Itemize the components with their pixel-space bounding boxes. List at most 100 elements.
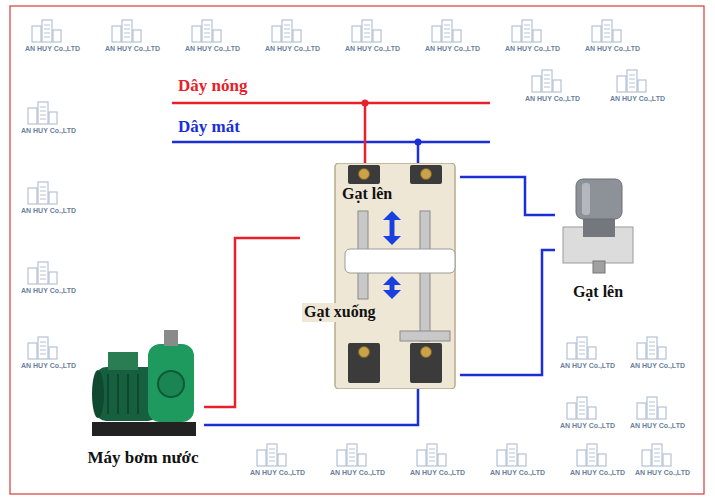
node-illustration: [86, 322, 201, 442]
watermark-logo: [28, 262, 57, 284]
logo-windows: [44, 25, 50, 37]
watermark-text: AN HUY Co.,LTD: [21, 127, 76, 135]
logo-windows: [40, 107, 46, 119]
watermark-text: AN HUY Co.,LTD: [21, 362, 76, 370]
logo-building: [373, 30, 381, 42]
logo-building: [272, 26, 281, 42]
switch-cap: [576, 179, 622, 219]
watermark-logo: [192, 20, 221, 42]
watermark-logo: [567, 337, 596, 359]
logo-building: [432, 26, 441, 42]
logo-building: [518, 454, 526, 466]
logo-building: [613, 30, 621, 42]
logo-building: [642, 450, 651, 466]
watermark-text: AN HUY Co.,LTD: [505, 45, 560, 53]
watermark-text: AN HUY Co.,LTD: [250, 469, 305, 477]
watermark-text: AN HUY Co.,LTD: [525, 95, 580, 103]
watermark-text: AN HUY Co.,LTD: [265, 45, 320, 53]
watermark-text: AN HUY Co.,LTD: [635, 469, 690, 477]
watermark-logo: [28, 182, 57, 204]
logo-building: [663, 454, 671, 466]
logo-building: [28, 268, 37, 284]
watermark-logo: [592, 20, 621, 42]
logo-building: [658, 407, 666, 419]
logo-building: [28, 108, 37, 124]
wire-connector: [460, 250, 555, 375]
watermark-text: AN HUY Co.,LTD: [425, 45, 480, 53]
logo-building: [598, 454, 606, 466]
watermark-logo: [257, 444, 286, 466]
logo-windows: [654, 449, 660, 461]
logo-building: [617, 76, 626, 92]
logo-building: [112, 26, 121, 42]
node-label: Gạt xuống: [302, 303, 378, 321]
logo-building: [567, 343, 576, 359]
logo-building: [602, 20, 612, 42]
fan-cover: [92, 370, 104, 418]
watermark-logo: [577, 444, 606, 466]
hot-drop-wire: [364, 103, 367, 166]
pump-unit: Máy bơm nước: [82, 322, 204, 472]
logo-windows: [40, 342, 46, 354]
logo-building: [49, 347, 57, 359]
frame-border: [10, 6, 704, 494]
watermark-logo: [28, 102, 57, 124]
pressure-switch: Gạt lên: [555, 175, 641, 305]
logo-building: [38, 262, 48, 284]
logo-building: [122, 20, 132, 42]
terminal-screw: [359, 169, 370, 180]
logo-building: [587, 444, 597, 466]
wire-connector: [460, 177, 555, 215]
neutral-wire: [172, 141, 490, 144]
logo-building: [28, 343, 37, 359]
watermark-logo: [337, 444, 366, 466]
watermark-logo: [512, 20, 541, 42]
watermark-text: AN HUY Co.,LTD: [560, 422, 615, 430]
logo-building: [427, 444, 437, 466]
watermark-logo: [272, 20, 301, 42]
logo-building: [133, 30, 141, 42]
logo-building: [542, 70, 552, 92]
watermark-logo: [637, 397, 666, 419]
logo-building: [638, 80, 646, 92]
logo-windows: [579, 402, 585, 414]
logo-building: [592, 26, 601, 42]
watermark-text: AN HUY Co.,LTD: [25, 45, 80, 53]
watermark-logo: [417, 444, 446, 466]
logo-building: [49, 112, 57, 124]
logo-building: [647, 397, 657, 419]
switch-blade: [400, 331, 450, 341]
logo-building: [192, 26, 201, 42]
logo-building: [49, 192, 57, 204]
logo-windows: [589, 449, 595, 461]
cap-highlight: [582, 183, 590, 215]
logo-building: [453, 30, 461, 42]
logo-windows: [40, 267, 46, 279]
watermark-logo: [642, 444, 671, 466]
watermark-text: AN HUY Co.,LTD: [630, 362, 685, 370]
watermark-text: AN HUY Co.,LTD: [330, 469, 385, 477]
logo-building: [28, 188, 37, 204]
logo-windows: [429, 449, 435, 461]
logo-building: [577, 397, 587, 419]
arrow-head: [383, 211, 401, 220]
logo-building: [337, 450, 346, 466]
logo-building: [257, 450, 266, 466]
watermark-logo: [497, 444, 526, 466]
logo-building: [352, 26, 361, 42]
watermark-text: AN HUY Co.,LTD: [570, 469, 625, 477]
logo-building: [567, 403, 576, 419]
node-label: Gạt lên: [340, 185, 394, 203]
pump-base: [92, 422, 196, 436]
terminal-screw: [421, 347, 432, 358]
logo-building: [577, 450, 586, 466]
logo-building: [417, 450, 426, 466]
arrow-head: [383, 276, 401, 285]
watermark-text: AN HUY Co.,LTD: [21, 287, 76, 295]
logo-building: [652, 444, 662, 466]
logo-building: [588, 407, 596, 419]
watermark-text: AN HUY Co.,LTD: [610, 95, 665, 103]
transfer-switch: Gạt lênGạt xuống: [300, 163, 460, 389]
terminal-screw: [359, 347, 370, 358]
